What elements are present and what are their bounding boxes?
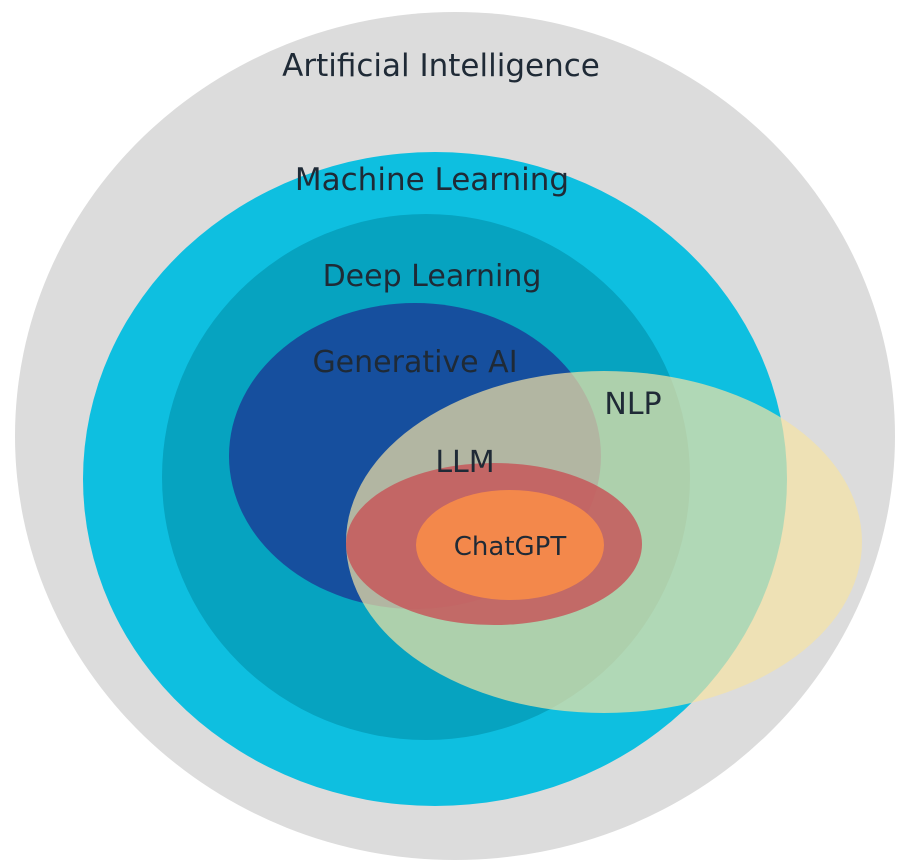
label-artificial-intelligence: Artificial Intelligence [282, 48, 600, 84]
label-nlp: NLP [604, 387, 661, 422]
label-deep-learning: Deep Learning [323, 259, 542, 294]
label-machine-learning: Machine Learning [295, 162, 569, 198]
chatgpt-ellipse [416, 490, 604, 600]
label-chatgpt: ChatGPT [454, 532, 567, 562]
label-generative-ai: Generative AI [312, 345, 517, 380]
label-llm: LLM [435, 445, 494, 480]
